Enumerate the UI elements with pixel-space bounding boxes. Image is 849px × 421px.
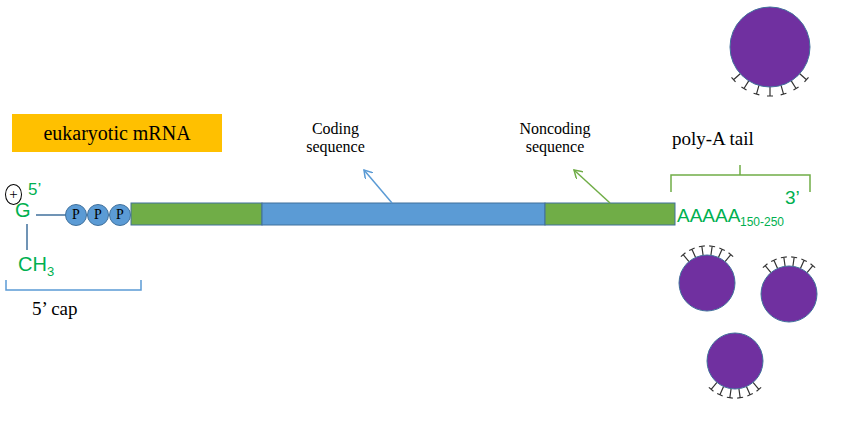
cap-bracket	[6, 280, 141, 290]
phosphate-circle: P	[109, 204, 131, 226]
node-text: P	[94, 207, 102, 222]
guanine-letter: G	[15, 199, 31, 222]
node-text: P	[72, 207, 80, 222]
three-prime: 3’	[785, 187, 800, 209]
node-text: P	[116, 207, 124, 222]
phosphate-circle: P	[87, 204, 109, 226]
five-prime: 5’	[28, 180, 41, 200]
coding-label: Coding sequence	[288, 120, 383, 157]
cap-label: 5’ cap	[32, 298, 78, 320]
noncoding-pointer	[574, 170, 610, 203]
node-text: eukaryotic mRNA	[43, 122, 190, 144]
polya-label: poly-A tail	[672, 128, 754, 150]
cap-linkage	[36, 214, 66, 216]
phosphate-circle: P	[65, 204, 87, 226]
methyl-bond	[26, 224, 28, 250]
polya-length: 150-250	[740, 216, 784, 230]
methyl-subscript: 3	[47, 265, 54, 280]
methyl-label: CH	[18, 253, 47, 276]
title-box: eukaryotic mRNA	[12, 114, 222, 152]
noncoding-label: Noncoding sequence	[505, 120, 605, 157]
polya-sequence: AAAAA	[677, 205, 740, 227]
coding-pointer	[364, 170, 392, 203]
utr-3	[545, 203, 675, 225]
utr-5	[131, 203, 262, 225]
coding-segment	[262, 203, 545, 225]
polya-binding-proteins	[679, 7, 817, 398]
